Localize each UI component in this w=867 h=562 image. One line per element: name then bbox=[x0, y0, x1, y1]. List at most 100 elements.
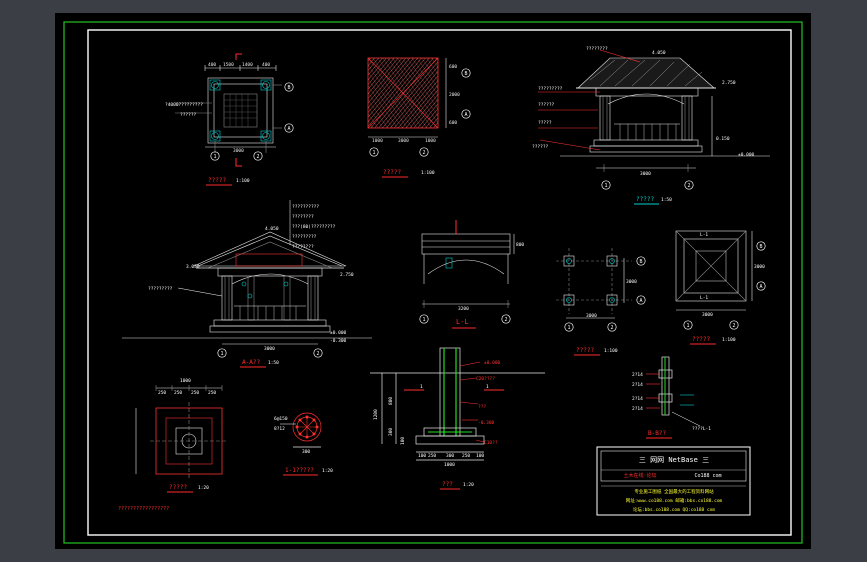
column-section bbox=[280, 412, 322, 448]
colsec-stirrup: 6@150 bbox=[274, 416, 288, 422]
beam-dim-bottom: 3000 bbox=[702, 312, 713, 318]
aa-note-5: ???????? bbox=[292, 244, 314, 250]
ll-dim-bottom: 3200 bbox=[458, 306, 469, 312]
colplan-grid-b: B bbox=[639, 259, 642, 265]
beam-grid-b: B bbox=[759, 244, 762, 250]
aa-grid-2: 2 bbox=[316, 351, 319, 357]
elev-label-2: ????????? bbox=[538, 86, 563, 92]
footing-detail bbox=[370, 347, 545, 461]
footing-tag-2: ??? bbox=[478, 404, 486, 410]
footing-tag-1: C20???? bbox=[476, 376, 495, 382]
plan-view-scale: 1:100 bbox=[236, 178, 250, 184]
column-plan-scale: 1:100 bbox=[604, 348, 618, 354]
front-elevation-scale: 1:50 bbox=[661, 197, 672, 203]
plan-dim-total: 3000 bbox=[233, 148, 244, 154]
roof-dim-b3: 1000 bbox=[425, 138, 436, 144]
front-elevation bbox=[538, 49, 770, 172]
aa-note-1: ?????????? bbox=[292, 204, 319, 210]
found-dim-total: 1000 bbox=[180, 378, 191, 384]
elev-label-1: ???????? bbox=[586, 46, 608, 52]
colplan-dim-right: 3000 bbox=[626, 279, 637, 285]
footing-dim-3: 300 bbox=[446, 453, 454, 459]
column-section-scale: 1:20 bbox=[322, 468, 333, 474]
plan-axis-bubbles bbox=[210, 82, 294, 161]
aa-side-note: ????????? bbox=[148, 286, 173, 292]
title-block-line3: 论坛:bbs.co188.com QQ:co188 com bbox=[633, 506, 715, 513]
plan-grid-a: A bbox=[287, 126, 290, 132]
footing-dim-5: 100 bbox=[476, 453, 484, 459]
roof-dim-b1: 1000 bbox=[372, 138, 383, 144]
plan-callout-1: ?4000????????? bbox=[165, 102, 203, 108]
bottom-note: ????????????????? bbox=[118, 506, 169, 512]
detail-bb bbox=[646, 356, 701, 427]
title-block bbox=[596, 446, 751, 516]
footing-tag-3: C10?? bbox=[484, 440, 498, 446]
footing-level-2: -0.300 bbox=[478, 420, 495, 426]
beam-plan-title: ????? bbox=[692, 336, 710, 343]
colplan-grid-2: 2 bbox=[610, 325, 613, 331]
plan-view-labels: 400 1500 1400 400 3000 ?4000????????? ??… bbox=[165, 62, 270, 154]
plan-dim-1: 400 bbox=[208, 62, 216, 68]
colplan-grid-1: 1 bbox=[567, 325, 570, 331]
aa-level-3: 2.750 bbox=[340, 272, 354, 278]
ll-grid-1: 1 bbox=[422, 317, 425, 323]
roof-plan-scale: 1:100 bbox=[421, 170, 435, 176]
found-dim-4: 250 bbox=[208, 390, 216, 396]
column-plan-title: ????? bbox=[576, 347, 594, 354]
plan-grid-2: 2 bbox=[256, 154, 259, 160]
footing-dim-2: 250 bbox=[428, 453, 436, 459]
front-elevation-title: ????? bbox=[636, 196, 654, 203]
bb-label-3: 2?14 bbox=[632, 396, 643, 402]
plan-dim-4: 400 bbox=[262, 62, 270, 68]
detail-bb-title: B-B?? bbox=[648, 430, 666, 437]
aa-level-2: 3.050 bbox=[186, 264, 200, 270]
footing-dim-1: 100 bbox=[418, 453, 426, 459]
elev-dim-bottom: 3000 bbox=[640, 171, 651, 177]
elev-level-2: 2.750 bbox=[722, 80, 736, 86]
roof-grid-a: A bbox=[464, 112, 467, 118]
plan-dim-3: 1400 bbox=[242, 62, 253, 68]
beam-grid-a: A bbox=[759, 284, 762, 290]
found-dim-1: 250 bbox=[158, 390, 166, 396]
ll-dim-right: 800 bbox=[516, 242, 524, 248]
beam-dim-right: 3000 bbox=[754, 264, 765, 270]
section-aa-title: A-A?? bbox=[242, 359, 260, 366]
detail-ll bbox=[421, 220, 515, 308]
plan-view bbox=[175, 53, 282, 167]
colsec-dim: 300 bbox=[302, 449, 310, 455]
roof-grid-1: 1 bbox=[372, 150, 375, 156]
elev-grid-1: 1 bbox=[604, 183, 607, 189]
aa-dim-bottom: 3000 bbox=[264, 346, 275, 352]
bb-label-2: 2?14 bbox=[632, 382, 643, 388]
roof-grid-b: B bbox=[464, 71, 467, 77]
bb-label-1: 2?14 bbox=[632, 372, 643, 378]
footing-detail-scale: 1:20 bbox=[463, 482, 474, 488]
colplan-dim-bottom: 3000 bbox=[586, 313, 597, 319]
colsec-rebar: 8?12 bbox=[274, 426, 285, 432]
bb-label-4: 2?14 bbox=[632, 406, 643, 412]
title-block-brand: 三 网网 NetBase 三 bbox=[639, 456, 709, 464]
foundation-plan bbox=[135, 385, 228, 480]
elev-level-3: 0.150 bbox=[716, 136, 730, 142]
footing-dim-total: 1000 bbox=[444, 462, 455, 468]
found-dim-3: 250 bbox=[191, 390, 199, 396]
elev-level-4: ±0.000 bbox=[738, 152, 755, 158]
roof-dim-r3: 600 bbox=[449, 120, 457, 126]
footing-dim-left-1: 1200 bbox=[373, 409, 379, 420]
beam-grid-1: 1 bbox=[686, 323, 689, 329]
column-section-title: 1-1????? bbox=[285, 467, 314, 474]
footing-dim-left-4: 100 bbox=[400, 437, 406, 445]
section-aa-scale: 1:50 bbox=[268, 360, 279, 366]
colplan-grid-a: A bbox=[639, 298, 642, 304]
footing-section-left: 1 bbox=[420, 384, 423, 390]
column-plan bbox=[556, 248, 632, 319]
footing-dim-left-3: 300 bbox=[388, 428, 394, 436]
elev-label-3: ?????? bbox=[538, 102, 555, 108]
aa-level-4: ±0.000 bbox=[330, 330, 347, 336]
roof-plan bbox=[367, 57, 471, 157]
aa-grid-1: 1 bbox=[220, 351, 223, 357]
aa-note-2: ???????? bbox=[292, 214, 314, 220]
section-aa bbox=[122, 200, 372, 345]
